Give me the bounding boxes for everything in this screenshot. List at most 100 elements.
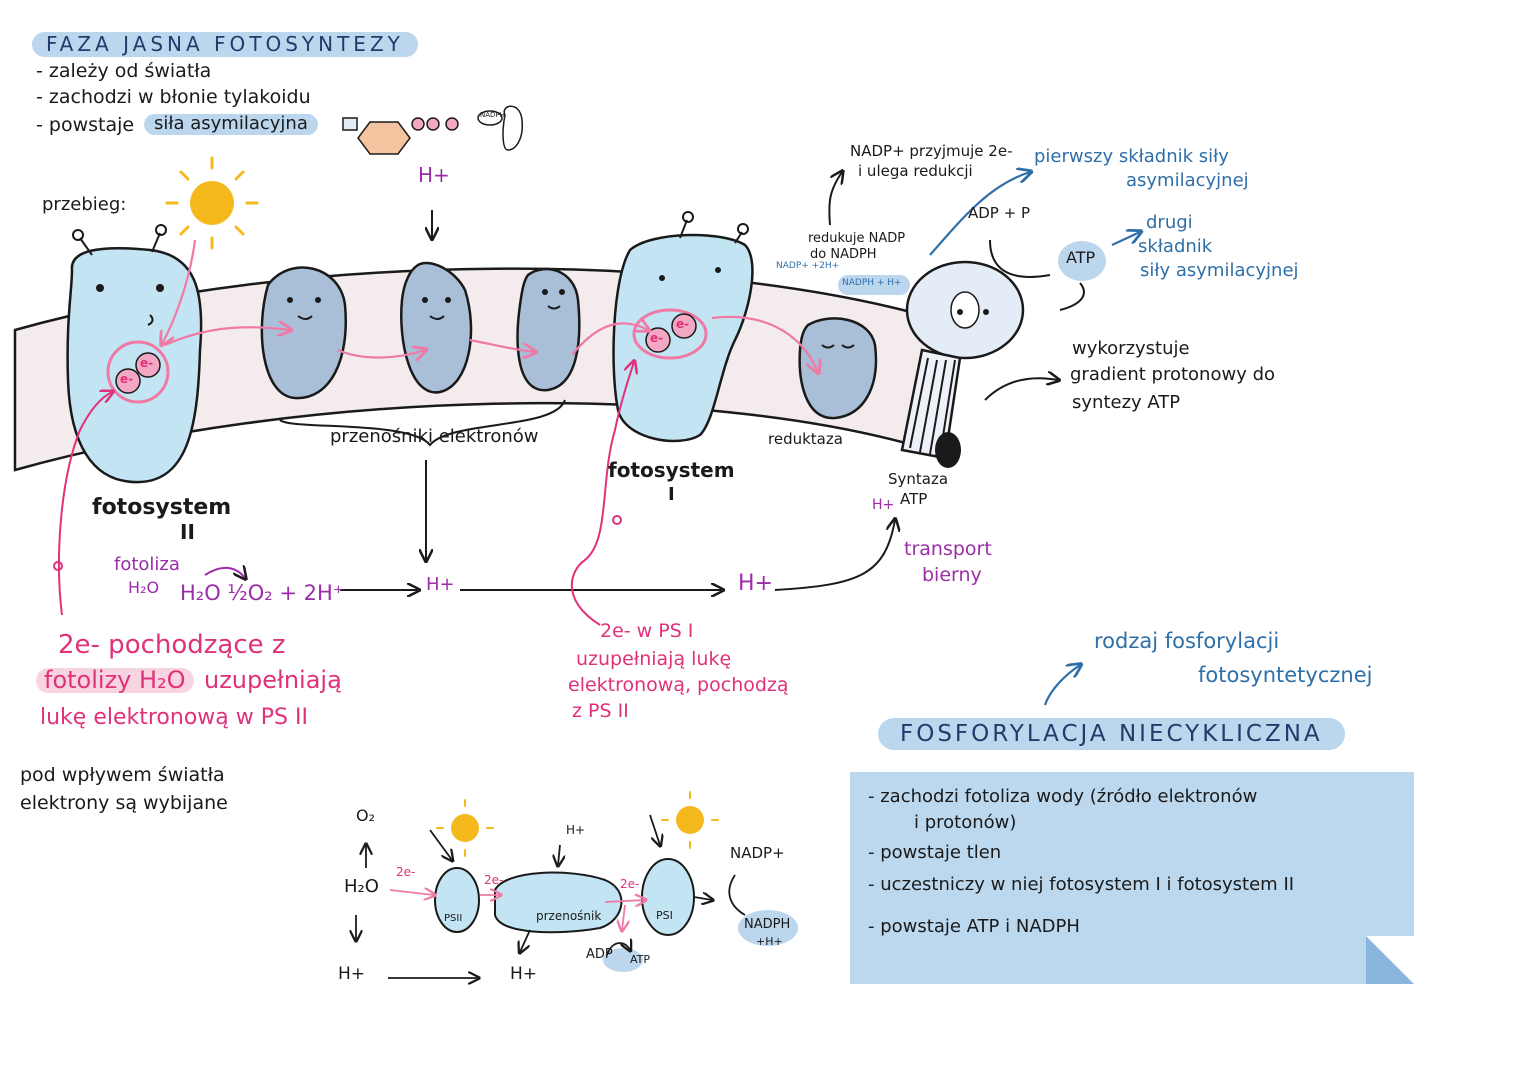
reductase-shape xyxy=(798,317,878,420)
ps2-note-4: lukę elektronową w PS II xyxy=(40,705,308,730)
reduktaza-label: reduktaza xyxy=(768,430,843,448)
electron-4: e- xyxy=(676,317,690,331)
rodzaj-label-2: fotosyntetycznej xyxy=(1198,663,1373,687)
mini-e-2: 2e- xyxy=(484,873,504,887)
note-line-3: - powstaje tlen xyxy=(868,842,1002,863)
mini-e-1: 2e- xyxy=(396,865,416,879)
note-fold xyxy=(1366,936,1414,984)
electron-flow-arrows xyxy=(162,239,818,372)
syntaza-label: Syntaza xyxy=(888,470,949,488)
syntaza-atp-label: ATP xyxy=(900,490,928,508)
drugi-skladnik-1: drugi xyxy=(1146,212,1193,233)
note-line-4: - uczestniczy w niej fotosystem I i foto… xyxy=(868,874,1295,895)
fotosystem-ii-numeral: II xyxy=(180,520,195,544)
nadph-h-label: NADPH + H+ xyxy=(842,278,902,288)
electron-2: e- xyxy=(140,356,154,370)
pink-note-lines xyxy=(53,362,634,626)
h-mid-1: H+ xyxy=(426,574,455,595)
drugi-skladnik-3: siły asymilacyjnej xyxy=(1140,260,1299,281)
rodzaj-label-1: rodzaj fosforylacji xyxy=(1094,629,1280,653)
przebieg-label: przebieg: xyxy=(42,194,127,215)
transport-label-2: bierny xyxy=(922,564,982,586)
mini-nadph: NADPH xyxy=(744,917,791,932)
mini-nadp: NADP+ xyxy=(730,844,785,862)
intro-line-2: - zachodzi w błonie tylakoidu xyxy=(36,86,311,108)
note-box: - zachodzi fotoliza wody (źródło elektro… xyxy=(850,772,1414,984)
blue-arrows xyxy=(929,172,1140,706)
ps2-note-2: fotolizy H₂O xyxy=(36,667,194,694)
fotosystem-i-label: fotosystem xyxy=(608,458,735,482)
gradient-label-2: gradient protonowy do xyxy=(1070,364,1276,385)
pierwszy-skladnik-2: asymilacyjnej xyxy=(1126,170,1249,191)
ps2-note-1: 2e- pochodzące z xyxy=(58,630,286,660)
mini-sun-left xyxy=(436,799,494,857)
mini-ps2: PSII xyxy=(444,913,463,924)
atp-circle xyxy=(1058,241,1106,281)
transport-arrow xyxy=(774,520,895,591)
ps1-note-4: z PS II xyxy=(572,700,629,722)
przenosniki-label: przenośniki elektronów xyxy=(330,426,539,447)
transport-label-1: transport xyxy=(904,538,992,560)
intro-highlight: siła asymilacyjna xyxy=(144,114,318,135)
sun-icon xyxy=(165,156,259,250)
electron-carrier-2 xyxy=(400,261,473,394)
page-title: FAZA JASNA FOTOSYNTEZY xyxy=(32,32,418,57)
adp-p-label: ADP + P xyxy=(968,204,1031,222)
mini-h-right: H+ xyxy=(510,964,538,984)
fotoliza-h2o: H₂O xyxy=(128,578,160,597)
note-line-2: i protonów) xyxy=(914,812,1017,833)
fotosystem-ii-label: fotosystem xyxy=(92,495,232,520)
h-top-label: H+ xyxy=(418,163,450,187)
ps1-note-2: uzupełniają lukę xyxy=(576,648,732,670)
nadph-pill xyxy=(838,275,910,295)
redukuje-label-2: do NADPH xyxy=(810,247,877,262)
drugi-skladnik-2: składnik xyxy=(1138,236,1213,257)
mini-nadph-h: +H+ xyxy=(756,935,783,948)
intro-nadph-small: NADPH xyxy=(480,111,505,119)
purple-arrows xyxy=(204,568,245,578)
intro-line-3: - powstaje xyxy=(36,114,135,136)
electron-carrier-1 xyxy=(260,266,347,400)
swiatlo-note-1: pod wpływem światła xyxy=(20,764,225,786)
electron-1: e- xyxy=(120,372,134,386)
mini-diagram xyxy=(356,791,798,978)
mini-h-top: H+ xyxy=(566,823,586,837)
photosystem-ii-shape xyxy=(66,224,203,484)
mini-sun-right xyxy=(661,791,719,849)
nadp-przyjmuje-1: NADP+ przyjmuje 2e- xyxy=(850,142,1013,160)
fotoliza-equation: H₂O ½O₂ + 2H⁺ xyxy=(180,581,344,605)
ps2-note-3: uzupełniają xyxy=(204,666,342,694)
fosforylacja-banner: FOSFORYLACJA NIECYKLICZNA xyxy=(878,718,1345,751)
h-mid-2: H+ xyxy=(738,571,773,596)
mini-ps1: PSI xyxy=(656,909,673,922)
mini-h2o: H₂O xyxy=(344,876,379,897)
mini-przenosnik: przenośnik xyxy=(536,909,602,923)
mini-adp: ADP xyxy=(586,947,613,962)
ps1-note-1: 2e- w PS I xyxy=(600,620,694,642)
electron-3: e- xyxy=(650,331,664,345)
mini-h-left: H+ xyxy=(338,964,366,984)
intro-line-1: - zależy od światła xyxy=(36,60,212,82)
sugar-sketch xyxy=(342,105,524,155)
swiatlo-note-2: elektrony są wybijane xyxy=(20,792,228,814)
gradient-label-3: syntezy ATP xyxy=(1072,392,1181,413)
pierwszy-skladnik-1: pierwszy składnik siły xyxy=(1034,146,1229,167)
nadp-przyjmuje-2: i ulega redukcji xyxy=(858,162,973,180)
mini-o2: O₂ xyxy=(356,806,376,825)
atp-synthase-shape xyxy=(900,260,1025,468)
mini-e-3: 2e- xyxy=(620,877,640,891)
note-line-1: - zachodzi fotoliza wody (źródło elektro… xyxy=(868,786,1258,807)
h-syntaza-label: H+ xyxy=(872,497,895,513)
ps1-note-3: elektronową, pochodzą xyxy=(568,674,789,696)
nadp-small-label: NADP+ +2H+ xyxy=(776,261,840,271)
photosystem-i-shape xyxy=(612,211,754,443)
redukuje-label-1: redukuje NADP xyxy=(808,231,906,246)
note-line-5: - powstaje ATP i NADPH xyxy=(868,916,1080,937)
atp-label: ATP xyxy=(1066,248,1096,267)
fotoliza-label: fotoliza xyxy=(114,554,180,575)
mini-atp: ATP xyxy=(630,953,651,966)
gradient-label-1: wykorzystuje xyxy=(1072,338,1190,359)
black-arrows xyxy=(279,172,1085,590)
